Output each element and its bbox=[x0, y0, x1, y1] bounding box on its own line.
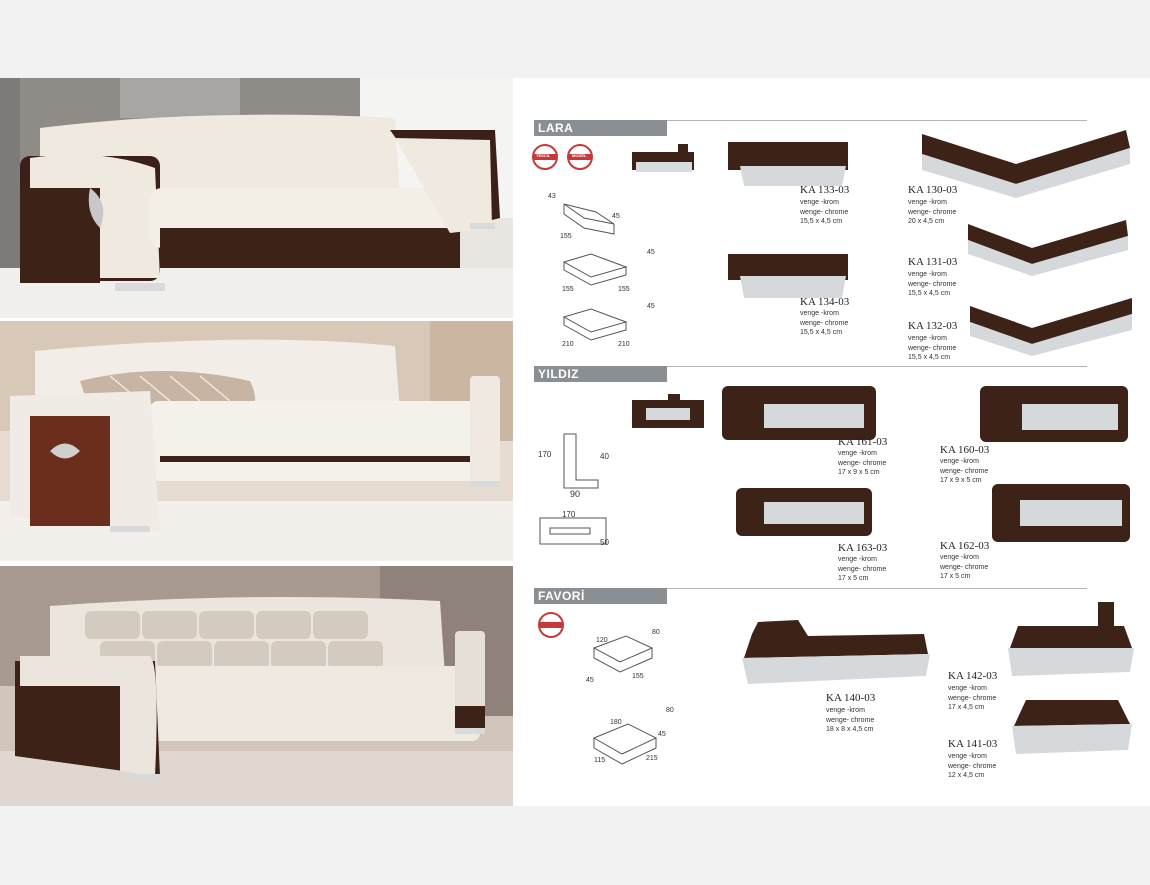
product-image-ka141 bbox=[1012, 700, 1132, 754]
product-image-ka160 bbox=[980, 386, 1128, 442]
yildiz-dim-50: 50 bbox=[600, 538, 609, 547]
favori-dim-180: 180 bbox=[610, 719, 622, 726]
product-image-ka142 bbox=[1008, 602, 1134, 676]
section-header-favori: FAVORİ bbox=[534, 588, 667, 604]
favori-dim-120: 120 bbox=[596, 637, 608, 644]
lara-dim-155-a: 155 bbox=[560, 233, 572, 240]
tescil-model-badges bbox=[532, 144, 593, 170]
sofa-photo-1 bbox=[0, 78, 513, 318]
yildiz-dim-170-b: 170 bbox=[562, 510, 576, 519]
product-image-ka132 bbox=[970, 298, 1132, 356]
code-ka132: KA 132-03 bbox=[908, 320, 958, 332]
favori-dim-215: 215 bbox=[646, 755, 658, 762]
code-ka142: KA 142-03 bbox=[948, 670, 998, 682]
badge-model-label: MODEL bbox=[572, 153, 587, 158]
lara-dim-45-a: 45 bbox=[612, 213, 620, 220]
yildiz-dim-90: 90 bbox=[570, 489, 581, 499]
sofa-photo-3 bbox=[0, 566, 513, 806]
section-rule-lara bbox=[667, 120, 1087, 121]
code-ka134: KA 134-03 bbox=[800, 296, 850, 308]
product-image-ka163 bbox=[736, 488, 872, 536]
product-image-ka133 bbox=[728, 142, 848, 186]
badge-tescil-label: TESCİL bbox=[536, 153, 551, 158]
code-ka162: KA 162-03 bbox=[940, 540, 990, 552]
section-header-lara: LARA bbox=[534, 120, 667, 136]
favori-tescil-badge bbox=[538, 612, 564, 638]
favori-dim-115: 115 bbox=[594, 757, 606, 764]
section-rule-yildiz bbox=[667, 366, 1087, 367]
lara-dim-155-c: 155 bbox=[618, 286, 630, 293]
lara-dim-43: 43 bbox=[548, 193, 556, 200]
lara-dim-45-b: 45 bbox=[647, 249, 655, 256]
favori-dimension-drawings bbox=[592, 635, 658, 765]
lara-dim-210-a: 210 bbox=[562, 341, 574, 348]
sofa-photo-2 bbox=[0, 321, 513, 561]
code-ka161: KA 161-03 bbox=[838, 436, 888, 448]
sofa-photos-panel bbox=[0, 78, 513, 806]
code-ka163: KA 163-03 bbox=[838, 542, 888, 554]
code-ka130: KA 130-03 bbox=[908, 184, 958, 196]
favori-dim-155: 155 bbox=[632, 673, 644, 680]
favori-dim-80-b: 80 bbox=[666, 707, 674, 714]
lara-small-leg bbox=[632, 144, 694, 172]
lara-dim-155-b: 155 bbox=[562, 286, 574, 293]
code-ka131: KA 131-03 bbox=[908, 256, 958, 268]
favori-dim-45-b: 45 bbox=[658, 731, 666, 738]
code-ka141: KA 141-03 bbox=[948, 738, 998, 750]
lara-dim-210-b: 210 bbox=[618, 341, 630, 348]
favori-dim-80-a: 80 bbox=[652, 629, 660, 636]
code-ka133: KA 133-03 bbox=[800, 184, 850, 196]
lara-dimension-drawings bbox=[562, 203, 628, 341]
yildiz-dimension-drawings bbox=[539, 433, 607, 545]
yildiz-dim-40: 40 bbox=[600, 452, 609, 461]
product-image-ka130 bbox=[922, 130, 1130, 198]
code-ka140: KA 140-03 bbox=[826, 692, 876, 704]
product-image-ka131 bbox=[968, 220, 1128, 276]
section-header-yildiz: YILDIZ bbox=[534, 366, 667, 382]
product-image-ka161 bbox=[722, 386, 876, 440]
product-image-ka140 bbox=[742, 620, 930, 684]
favori-dim-45-a: 45 bbox=[586, 677, 594, 684]
code-ka160: KA 160-03 bbox=[940, 444, 990, 456]
section-rule-favori bbox=[667, 588, 1087, 589]
product-image-ka162 bbox=[992, 484, 1130, 542]
lara-dim-45-c: 45 bbox=[647, 303, 655, 310]
yildiz-dim-170-a: 170 bbox=[538, 450, 552, 459]
product-image-ka134 bbox=[728, 254, 848, 298]
yildiz-small-leg bbox=[632, 394, 704, 428]
